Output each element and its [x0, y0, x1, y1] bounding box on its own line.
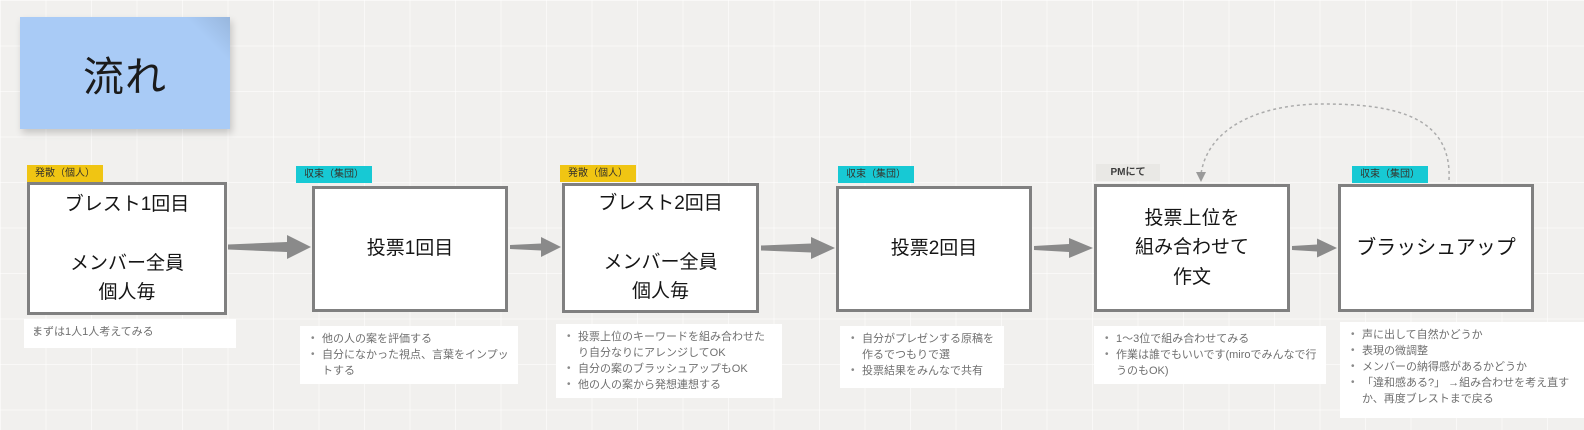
- tag-diverge-individual-1[interactable]: 発散（個人）: [27, 165, 103, 182]
- step-title: 投票上位を 組み合わせて 作文: [1134, 207, 1249, 288]
- step-title: 投票2回目: [890, 238, 978, 260]
- flow-arrow-1[interactable]: [228, 235, 311, 259]
- note-card-4[interactable]: 自分がプレゼンする原稿を作るでつもりで選 投票結果をみんなで共有: [840, 326, 1004, 388]
- note-card-3[interactable]: 投票上位のキーワードを組み合わせたり自分なりにアレンジしてOK 自分の案のブラッ…: [556, 324, 782, 398]
- note-text: 自分になかった視点、言葉をインプットする: [308, 348, 510, 380]
- step-title: ブレスト2回目 メンバー全員 個人毎: [598, 193, 723, 303]
- loopback-arrowhead: [1196, 172, 1206, 182]
- tag-converge-group-2[interactable]: 収束（集団）: [838, 166, 914, 183]
- title-sticky-note[interactable]: 流れ: [20, 17, 230, 129]
- note-text: 表現の微調整: [1348, 344, 1578, 360]
- step-title: 投票1回目: [366, 238, 454, 260]
- note-text: 「違和感ある?」 →組み合わせを考え直すか、再度ブレストまで戻る: [1348, 376, 1578, 408]
- flow-arrow-4[interactable]: [1034, 238, 1093, 258]
- board-title: 流れ: [83, 54, 167, 100]
- note-card-5[interactable]: 1～3位で組み合わせてみる 作業は誰でもいいです(miroでみんなで行うのもOK…: [1094, 326, 1326, 384]
- flow-arrow-3[interactable]: [761, 237, 835, 259]
- note-card-1[interactable]: まずは1人1人考えてみる: [24, 319, 236, 348]
- tag-pm[interactable]: PMにて: [1096, 164, 1160, 181]
- step-title: ブレスト1回目 メンバー全員 個人毎: [64, 193, 190, 303]
- step-box-brainstorm-1[interactable]: ブレスト1回目 メンバー全員 個人毎: [27, 182, 227, 315]
- note-text: 声に出して自然かどうか: [1348, 328, 1578, 344]
- step-box-brainstorm-2[interactable]: ブレスト2回目 メンバー全員 個人毎: [562, 183, 759, 313]
- step-box-vote-2[interactable]: 投票2回目: [836, 186, 1032, 312]
- note-text: 作業は誰でもいいです(miroでみんなで行うのもOK): [1102, 348, 1318, 380]
- step-box-brushup[interactable]: ブラッシュアップ: [1338, 184, 1534, 312]
- note-text: 他の人の案から発想連想する: [564, 378, 774, 394]
- note-text: 投票結果をみんなで共有: [848, 364, 996, 380]
- tag-diverge-individual-2[interactable]: 発散（個人）: [560, 165, 636, 182]
- note-text: 投票上位のキーワードを組み合わせたり自分なりにアレンジしてOK: [564, 330, 774, 362]
- tag-converge-group-1[interactable]: 収束（集団）: [296, 166, 372, 183]
- step-box-vote-1[interactable]: 投票1回目: [312, 186, 508, 312]
- note-text: 他の人の案を評価する: [308, 332, 510, 348]
- note-text: メンバーの納得感があるかどうか: [1348, 360, 1578, 376]
- note-text: まずは1人1人考えてみる: [32, 325, 228, 341]
- tag-converge-group-3[interactable]: 収束（集団）: [1352, 166, 1428, 183]
- note-text: 自分がプレゼンする原稿を作るでつもりで選: [848, 332, 996, 364]
- note-text: 1～3位で組み合わせてみる: [1102, 332, 1318, 348]
- flow-arrow-5[interactable]: [1292, 238, 1337, 258]
- note-text: 自分の案のブラッシュアップもOK: [564, 362, 774, 378]
- note-card-6[interactable]: 声に出して自然かどうか 表現の微調整 メンバーの納得感があるかどうか 「違和感あ…: [1340, 322, 1584, 418]
- step-box-compose[interactable]: 投票上位を 組み合わせて 作文: [1094, 184, 1290, 312]
- step-title: ブラッシュアップ: [1356, 236, 1516, 259]
- flow-arrow-2[interactable]: [510, 237, 561, 257]
- note-card-2[interactable]: 他の人の案を評価する 自分になかった視点、言葉をインプットする: [300, 326, 518, 384]
